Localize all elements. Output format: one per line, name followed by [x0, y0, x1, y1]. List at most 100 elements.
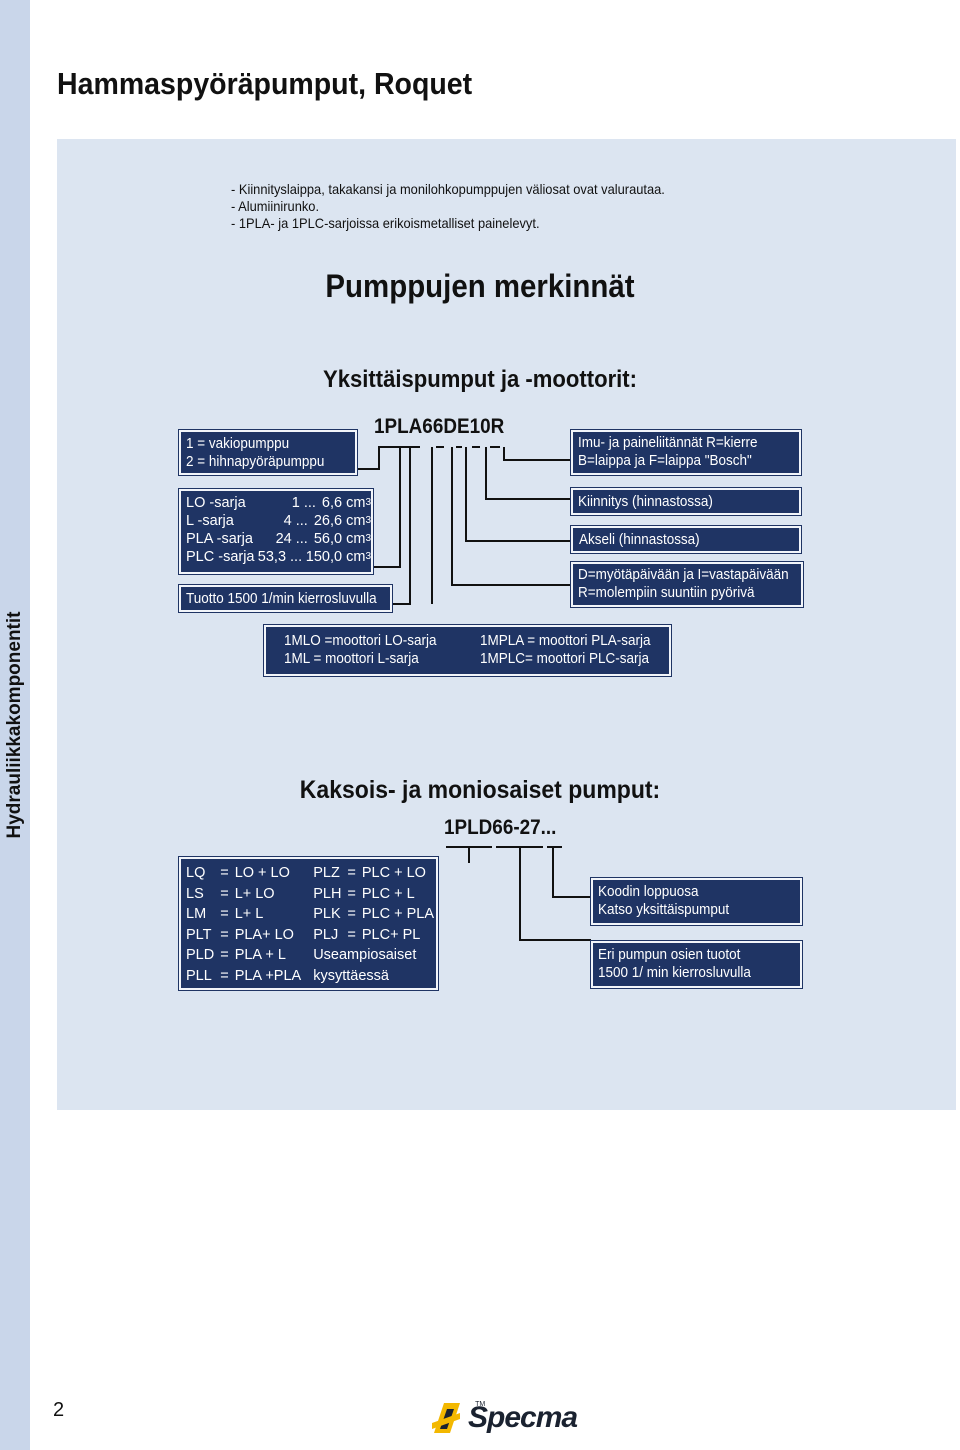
- combo-cell: LS: [186, 885, 204, 902]
- combo-cell: PLZ: [313, 865, 340, 881]
- rotation-box: D=myötäpäivään ja I=vastapäivään R=molem…: [571, 562, 803, 607]
- series-unit-exponent: 3: [365, 551, 371, 562]
- combo-cell: =: [220, 926, 229, 943]
- series-range: 4 ...: [283, 513, 308, 529]
- series-name: PLA -sarja: [186, 531, 253, 547]
- code-end-box: Koodin loppuosa Katso yksittäispumput: [591, 878, 802, 925]
- combo-row: LM = L+ L PLK = PLC + PLA: [186, 904, 436, 925]
- combo-cell: PLD: [186, 947, 215, 963]
- series-range: 24 ...: [275, 531, 308, 547]
- combo-cell: =: [220, 947, 229, 963]
- combo-cell: =: [347, 865, 356, 881]
- series-name: L -sarja: [186, 513, 234, 529]
- ports-box: Imu- ja paineliitännät R=kierre B=laippa…: [571, 430, 801, 475]
- combo-cell: PLC + PLA: [361, 906, 435, 922]
- combo-cell: PLC + L: [361, 885, 415, 902]
- multi-pump-code: 1PLD66-27...: [444, 816, 557, 839]
- page-number: 2: [53, 1399, 65, 1421]
- combo-row: PLT = PLA+ LO PLJ = PLC+ PL: [186, 925, 436, 946]
- shaft-label: Akseli (hinnastossa): [579, 532, 700, 548]
- combo-cell: PLC+ PL: [361, 926, 421, 943]
- mount-label: Kiinnitys (hinnastossa): [578, 494, 713, 510]
- combo-cell: Useampiosaiset: [313, 947, 417, 963]
- combo-cell: PLL: [186, 967, 212, 984]
- combo-cell: =: [220, 865, 229, 881]
- multi-heading: Kaksois- ja moniosaiset pumput:: [299, 776, 661, 804]
- pump-type-box: 1 = vakiopumppu 2 = hihnapyöräpumppu: [179, 430, 357, 475]
- specma-logo-tm: TM: [475, 1400, 486, 1408]
- code-end-line: Katso yksittäispumput: [598, 902, 730, 918]
- rotation-line: D=myötäpäivään ja I=vastapäivään: [578, 567, 789, 583]
- combo-table: LQ = LO + LO PLZ = PLC + LO LS = L+ LO PLH = PLC + …: [186, 863, 436, 987]
- combo-cell: PLJ: [313, 926, 339, 943]
- combo-cell: PLC + LO: [361, 865, 426, 881]
- combo-box: LQ = LO + LO PLZ = PLC + LO LS = L+ LO PLH = PLC + …: [179, 857, 438, 990]
- combo-row: LQ = LO + LO PLZ = PLC + LO: [186, 863, 436, 884]
- mount-box: Kiinnitys (hinnastossa): [571, 488, 801, 515]
- outputs-line: 1500 1/ min kierrosluvulla: [598, 965, 751, 981]
- combo-cell: PLA+ LO: [234, 926, 294, 943]
- series-value: 56,0 cm: [313, 531, 366, 547]
- ports-line: B=laippa ja F=laippa "Bosch": [578, 453, 752, 469]
- note-item: - Kiinnityslaippa, takakansi ja monilohk…: [231, 181, 665, 197]
- series-value: 6,6 cm: [321, 495, 366, 511]
- series-unit-exponent: 3: [365, 533, 371, 544]
- motor-box: 1MLO =moottori LO-sarja 1ML = moottori L…: [264, 625, 671, 676]
- series-range: 1 ...: [291, 495, 316, 511]
- code-end-line: Koodin loppuosa: [598, 884, 699, 900]
- specma-logo: Specma TM: [430, 1398, 587, 1438]
- shaft-box: Akseli (hinnastossa): [571, 526, 801, 553]
- combo-cell: =: [220, 906, 229, 922]
- series-name: LO -sarja: [186, 495, 246, 511]
- rotation-line: R=molempiin suuntiin pyörivä: [578, 585, 755, 601]
- combo-cell: =: [220, 885, 229, 902]
- note-item: - 1PLA- ja 1PLC-sarjoissa erikoismetalli…: [231, 215, 540, 231]
- combo-row: PLD = PLA + L Useampiosaiset: [186, 945, 436, 966]
- motor-line: 1ML = moottori L-sarja: [284, 651, 419, 667]
- single-pump-code: 1PLA66DE10R: [374, 415, 505, 438]
- combo-cell: PLH: [313, 885, 342, 902]
- combo-cell: =: [347, 906, 356, 922]
- specma-logo-text: Specma: [468, 1401, 578, 1434]
- series-range: 53,3 ...: [257, 549, 303, 565]
- combo-cell: L+ L: [234, 906, 264, 922]
- motor-line: 1MLO =moottori LO-sarja: [284, 633, 437, 649]
- combo-cell: L+ LO: [234, 885, 275, 902]
- sidebar-band: Hydrauliikkakomponentit: [0, 0, 30, 1450]
- combo-row: LS = L+ LO PLH = PLC + L: [186, 884, 436, 905]
- combo-cell: LO + LO: [234, 865, 290, 881]
- yield-label: Tuotto 1500 1/min kierrosluvulla: [186, 591, 377, 607]
- outputs-line: Eri pumpun osien tuotot: [598, 947, 741, 963]
- series-name: PLC -sarja: [186, 549, 255, 565]
- section-title: Pumppujen merkinnät: [325, 268, 635, 304]
- combo-cell: LM: [186, 906, 207, 922]
- outputs-box: Eri pumpun osien tuotot 1500 1/ min kier…: [591, 941, 802, 988]
- notes-list: - Kiinnityslaippa, takakansi ja monilohk…: [231, 181, 703, 232]
- combo-cell: PLA + L: [234, 947, 286, 963]
- motor-line: 1MPLA = moottori PLA-sarja: [480, 633, 651, 649]
- series-value: 26,6 cm: [313, 513, 366, 529]
- yield-box: Tuotto 1500 1/min kierrosluvulla: [179, 585, 392, 612]
- page-title: Hammaspyöräpumput, Roquet: [57, 66, 473, 101]
- combo-cell: PLT: [186, 926, 212, 943]
- series-unit-exponent: 3: [365, 515, 371, 526]
- pump-type-line: 1 = vakiopumppu: [186, 436, 290, 452]
- combo-cell: PLK: [313, 906, 341, 922]
- motor-line: 1MPLC= moottori PLC-sarja: [480, 651, 649, 667]
- combo-cell: kysyttäessä: [313, 967, 389, 984]
- ports-line: Imu- ja paineliitännät R=kierre: [578, 435, 758, 451]
- combo-cell: LQ: [186, 865, 206, 881]
- combo-cell: =: [347, 926, 356, 943]
- specma-logo-icon: [432, 1403, 460, 1433]
- single-heading: Yksittäispumput ja -moottorit:: [322, 366, 638, 393]
- series-unit-exponent: 3: [365, 497, 371, 508]
- note-item: - Alumiinirunko.: [231, 198, 320, 214]
- combo-cell: =: [347, 885, 356, 902]
